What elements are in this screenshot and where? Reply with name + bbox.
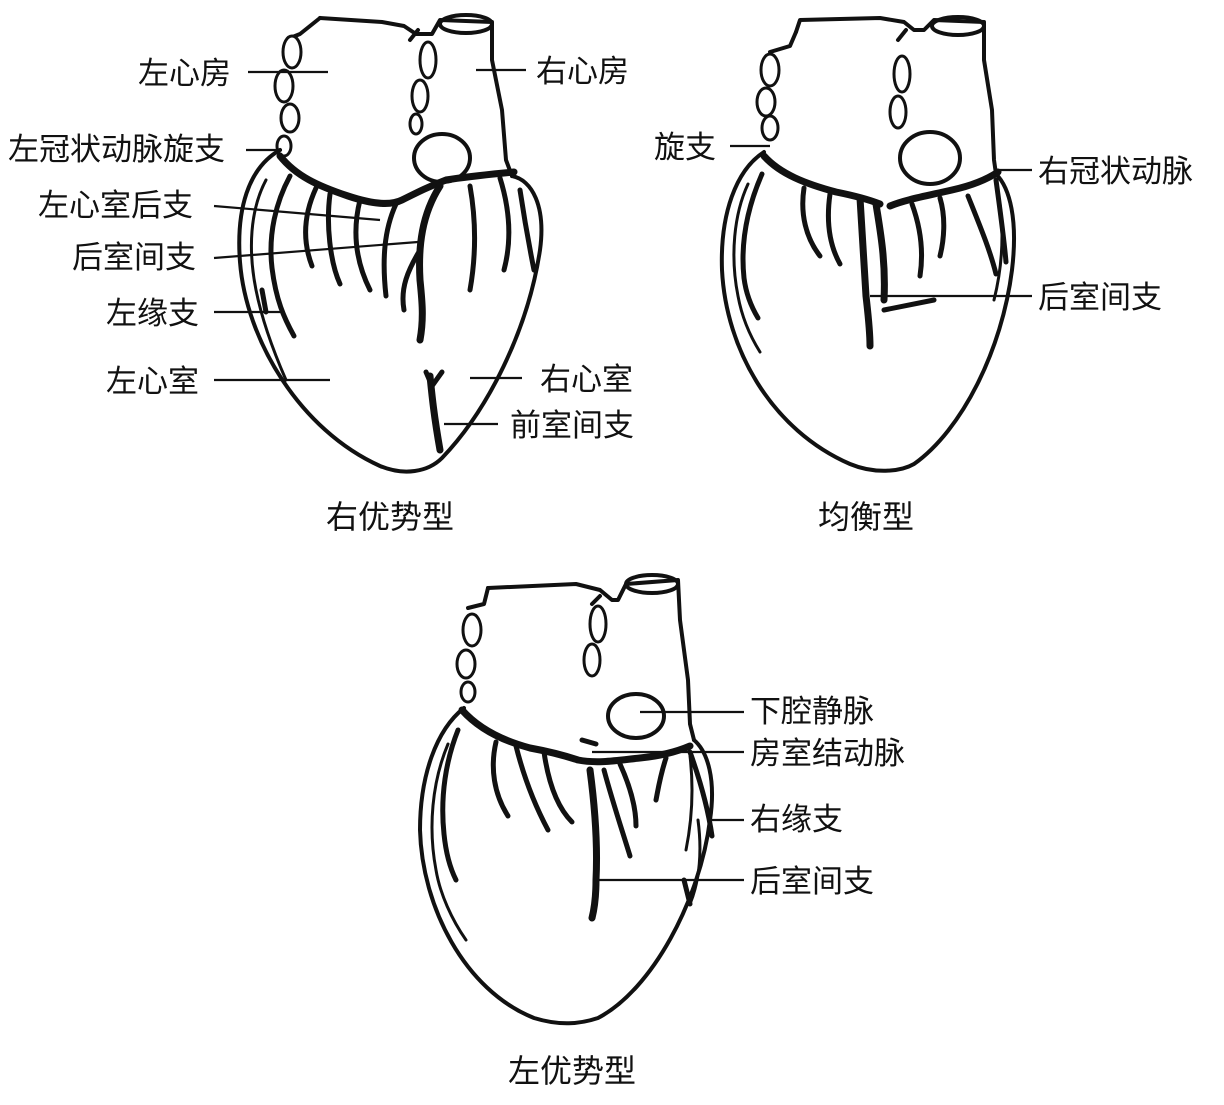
balanced-left-atrial-chain <box>755 52 781 142</box>
label-left-marginal: 左缘支 <box>106 296 199 332</box>
heart-outline <box>237 148 544 474</box>
label-right-coronary: 右冠状动脉 <box>1038 154 1193 190</box>
left-dominant-ivc-opening <box>606 692 666 740</box>
label-right-atrium: 右心房 <box>536 54 629 90</box>
leaders-balanced <box>730 144 1032 298</box>
caption-right-dominant: 右优势型 <box>326 498 454 536</box>
left-dominant-left-atrial-chain <box>455 612 483 704</box>
label-circumflex: 左冠状动脉旋支 <box>8 132 225 168</box>
label-anterior-interventricular: 前室间支 <box>510 408 634 444</box>
leaders-right-dominant <box>213 68 526 426</box>
balanced-interatrial-chain <box>888 54 912 130</box>
label-left-ventricle: 左心室 <box>106 364 199 400</box>
label-left-dominant-posterior-interventricular: 后室间支 <box>750 864 874 900</box>
label-av-nodal-artery: 房室结动脉 <box>750 736 905 772</box>
heart-balanced <box>719 15 1016 473</box>
interatrial-chain <box>408 40 438 136</box>
heart-left-dominant <box>418 573 715 1026</box>
caption-left-dominant: 左优势型 <box>508 1052 636 1090</box>
label-right-ventricle: 右心室 <box>540 362 633 398</box>
label-posterior-interventricular: 后室间支 <box>72 240 196 276</box>
balanced-heart-outline <box>719 150 1016 473</box>
label-right-marginal: 右缘支 <box>750 802 843 838</box>
balanced-ivc-opening <box>898 130 962 186</box>
left-atrial-chain <box>273 34 303 158</box>
label-balanced-circumflex: 旋支 <box>654 130 716 166</box>
label-inferior-vena-cava: 下腔静脉 <box>750 694 874 730</box>
caption-balanced: 均衡型 <box>818 498 914 536</box>
label-lv-posterior-branch: 左心室后支 <box>38 188 193 224</box>
leaders-left-dominant <box>592 710 744 882</box>
left-dominant-interatrial-chain <box>582 604 608 678</box>
label-balanced-posterior-interventricular: 后室间支 <box>1038 280 1162 316</box>
heart-right-dominant <box>237 13 544 474</box>
label-left-atrium: 左心房 <box>138 56 231 92</box>
